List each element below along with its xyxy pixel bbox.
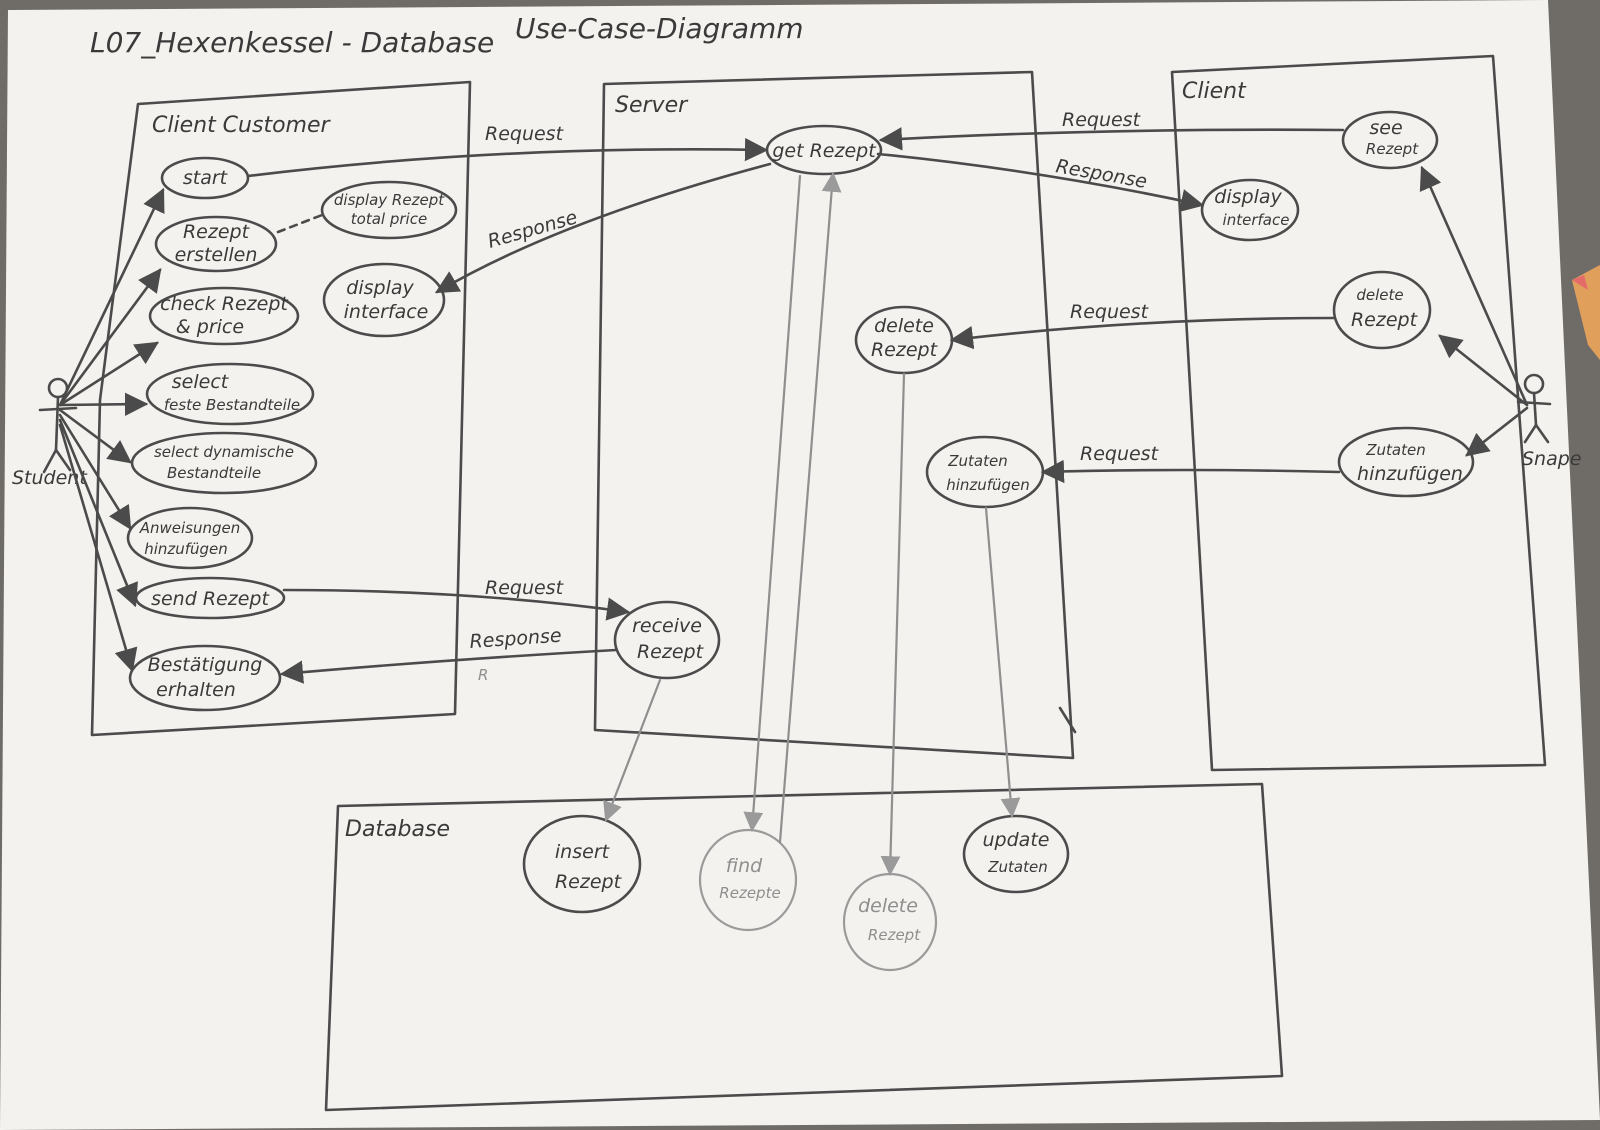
use-case-update-zutaten: update Zutaten [962,814,1070,894]
label-request-start: Request [485,123,565,145]
use-case-display-rezept-line1: display Rezept [334,191,445,209]
use-case-receive-rezept-line1: receive [632,615,702,637]
label-request-send: Request [485,577,565,599]
page-title-left: L07_Hexenkessel - Database [90,26,494,59]
use-case-zutaten-hinzufuegen-client: Zutaten hinzufügen [1337,426,1475,498]
use-case-delete-rezept-client: delete Rezept [1332,270,1432,350]
actor-snape: Snape [1516,373,1582,470]
use-case-delete-rezept-db: delete Rezept [842,872,938,972]
use-case-select-feste-bestandteile: select feste Bestandteile [145,362,315,426]
connector-see-rezept-get-rezept: Request [878,109,1345,151]
use-case-send-rezept: send Rezept [134,576,286,620]
system-title-client-customer: Client Customer [152,113,332,138]
use-case-insert-rezept: insert Rezept [522,814,642,914]
system-title-database: Database [345,817,450,842]
use-case-insert-rezept-line1: insert [555,841,611,863]
use-case-display-interface-customer-line2: interface [344,301,429,323]
use-case-delete-rezept-db-line1: delete [858,895,918,917]
use-case-delete-rezept-server-line1: delete [874,315,934,337]
connector-delete-client-server: Request [949,301,1336,350]
use-case-update-zutaten-line1: update [983,829,1050,851]
use-case-find-rezepte-line1: find [726,855,763,877]
use-case-zutaten-server-line1: Zutaten [947,452,1007,470]
use-case-delete-rezept-server-line2: Rezept [871,339,939,361]
use-case-rezept-erstellen-line2: erstellen [175,244,258,266]
student-associations [58,187,165,673]
use-case-display-rezept-line2: total price [351,210,427,228]
use-case-check-rezept-line1: check Rezept [160,293,289,315]
use-case-start: start [160,156,250,200]
label-request-delete: Request [1070,301,1150,323]
use-case-delete-rezept-db-line2: Rezept [868,926,921,944]
use-case-select-feste-line2: feste Bestandteile [164,396,300,414]
stray-mark [1058,706,1077,734]
use-case-see-rezept-line1: see [1369,117,1402,139]
label-request-see: Request [1062,109,1142,131]
use-case-anweisungen-line2: hinzufügen [144,540,228,558]
use-case-get-rezept-label: get Rezept [772,140,877,162]
system-server: Server [593,70,1075,760]
use-case-display-interface-customer-line1: display [346,277,414,299]
connector-zutaten-server-update [984,506,1021,818]
use-case-check-rezept-line2: & price [176,316,244,338]
use-case-zutaten-client-line1: Zutaten [1365,441,1425,459]
use-case-display-interface-client-line2: interface [1223,211,1290,229]
use-case-see-rezept-line2: Rezept [1366,140,1419,158]
use-case-zutaten-hinzufuegen-server: Zutaten hinzufügen [925,435,1045,509]
use-case-bestaetigung-line1: Bestätigung [148,654,263,676]
use-case-display-interface-client-line1: display [1214,186,1282,208]
use-case-select-dynamische-line2: Bestandteile [167,464,261,482]
use-case-select-feste-line1: select [172,371,230,393]
use-case-receive-rezept-line2: Rezept [637,641,705,663]
use-case-send-rezept-label: send Rezept [151,588,270,610]
use-case-delete-rezept-client-line1: delete [1356,286,1403,304]
actor-student-label: Student [12,467,88,489]
use-case-update-zutaten-line2: Zutaten [987,858,1047,876]
use-case-find-rezepte-line2: Rezepte [719,884,780,902]
system-client: Client [1170,54,1547,772]
use-case-start-label: start [183,167,229,189]
use-case-anweisungen-line1: Anweisungen [139,519,241,537]
connector-start-get-rezept: Request [246,123,769,178]
use-case-display-interface-customer: display interface [322,262,446,338]
use-case-insert-rezept-line2: Rezept [555,871,623,893]
page-title-right: Use-Case-Diagramm [515,12,804,45]
connector-send-rezept-receive: Request [282,577,631,621]
connector-delete-server-db [880,372,906,876]
use-case-zutaten-server-line2: hinzufügen [946,476,1030,494]
use-case-bestaetigung-line2: erhalten [156,679,236,701]
system-title-server: Server [615,93,689,118]
system-title-client: Client [1182,79,1247,104]
actor-snape-label: Snape [1522,448,1582,470]
use-case-anweisungen-hinzufuegen: Anweisungen hinzufügen [126,506,254,570]
use-case-receive-rezept: receive Rezept [613,600,721,680]
pencil-tip [1572,265,1600,360]
connector-receive-insert [603,678,662,822]
connector-zutaten-client-server: Request [1040,443,1341,484]
use-case-see-rezept: see Rezept [1341,110,1439,170]
actor-student: Student [12,377,88,489]
use-case-find-rezepte: find Rezepte [698,828,798,932]
dashed-link-rezept-display [276,213,324,234]
snape-associations [1419,165,1529,457]
use-case-check-rezept-price: check Rezept & price [148,286,300,346]
system-client-customer: Client Customer [90,80,472,737]
label-request-zutaten: Request [1080,443,1160,465]
use-case-rezept-erstellen: Rezept erstellen [154,215,278,273]
system-database: Database [324,782,1284,1112]
use-case-zutaten-client-line2: hinzufügen [1357,463,1463,485]
label-r-mark: R [478,666,488,684]
use-case-rezept-erstellen-line1: Rezept [183,221,251,243]
use-case-display-rezept-total-price: display Rezept total price [320,180,458,240]
connector-get-rezept-find [743,172,842,844]
use-case-delete-rezept-client-line2: Rezept [1351,309,1419,331]
use-case-select-dynamische-line1: select dynamische [154,443,294,461]
use-case-select-dynamische-bestandteile: select dynamische Bestandteile [130,431,318,495]
